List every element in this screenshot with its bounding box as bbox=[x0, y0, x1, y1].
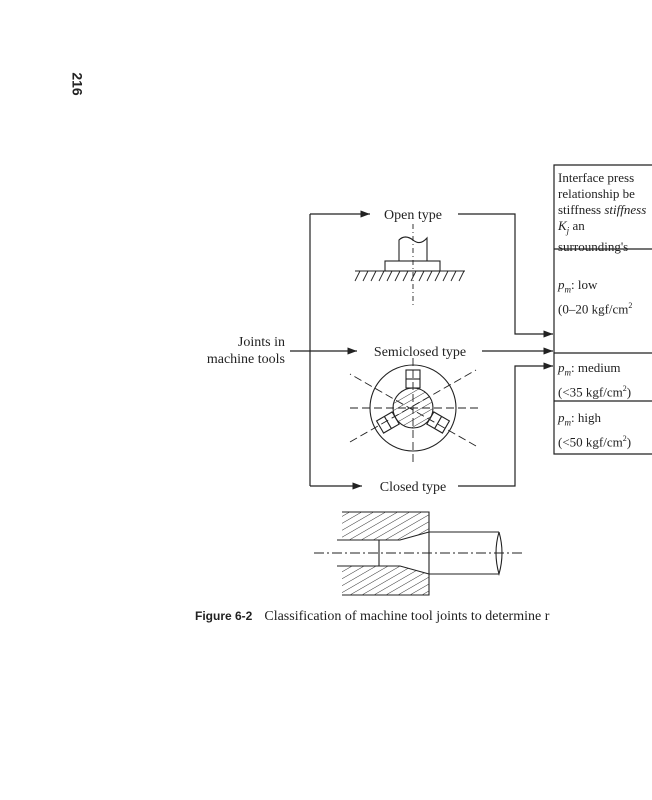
range: (<35 kgf/cm bbox=[558, 383, 623, 399]
table-frame bbox=[553, 164, 652, 455]
range-close: ) bbox=[626, 383, 632, 399]
header-line: Interface press bbox=[558, 170, 635, 185]
level: : high bbox=[571, 410, 601, 425]
header-line: stiffness stiffness Kj an bbox=[558, 202, 647, 236]
header-line: relationship be bbox=[558, 186, 635, 201]
level: : medium bbox=[571, 360, 621, 375]
range-close: ) bbox=[626, 433, 632, 449]
open-type-label: Open type bbox=[384, 208, 442, 223]
row-high: pm: high (<50 kgf/cm2) bbox=[558, 410, 648, 450]
semiclosed-type-label: Semiclosed type bbox=[374, 345, 466, 360]
range-sup: 2 bbox=[628, 300, 633, 310]
range: (0–20 kgf/cm bbox=[558, 300, 629, 316]
caption-text: Classification of machine tool joints to… bbox=[264, 609, 550, 624]
open-connector bbox=[458, 213, 553, 338]
range-sup: 2 bbox=[622, 383, 627, 393]
level: : low bbox=[571, 277, 598, 292]
p-subscript: m bbox=[564, 367, 572, 378]
p-symbol: p bbox=[558, 410, 565, 425]
closed-type-drawing bbox=[314, 511, 522, 596]
header-line: surrounding's bbox=[558, 238, 629, 254]
p-symbol: p bbox=[558, 277, 565, 292]
semiclosed-type-drawing bbox=[349, 358, 480, 462]
row-low: pm: low (0–20 kgf/cm2 bbox=[558, 277, 648, 317]
closed-type-label: Closed type bbox=[380, 480, 447, 495]
p-subscript: m bbox=[564, 284, 572, 295]
open-type-drawing bbox=[354, 224, 465, 306]
root-label-line2: machine tools bbox=[207, 352, 285, 367]
figure-caption: Figure 6-2 Classification of machine tool… bbox=[195, 608, 635, 625]
root-label-line1: Joints in bbox=[238, 335, 285, 350]
k-symbol: stiffness K bbox=[558, 202, 647, 233]
p-symbol: p bbox=[558, 360, 565, 375]
table-header: Interface press relationship be stiffnes… bbox=[558, 170, 648, 255]
row-medium: pm: medium (<35 kgf/cm2) bbox=[558, 360, 648, 400]
range-sup: 2 bbox=[622, 433, 627, 443]
p-subscript: m bbox=[564, 417, 572, 428]
range: (<50 kgf/cm bbox=[558, 433, 623, 449]
k-subscript: j bbox=[566, 225, 570, 236]
closed-connector bbox=[458, 362, 553, 487]
figure-label: Figure 6-2 bbox=[195, 609, 253, 623]
header-tail: an bbox=[569, 218, 585, 233]
